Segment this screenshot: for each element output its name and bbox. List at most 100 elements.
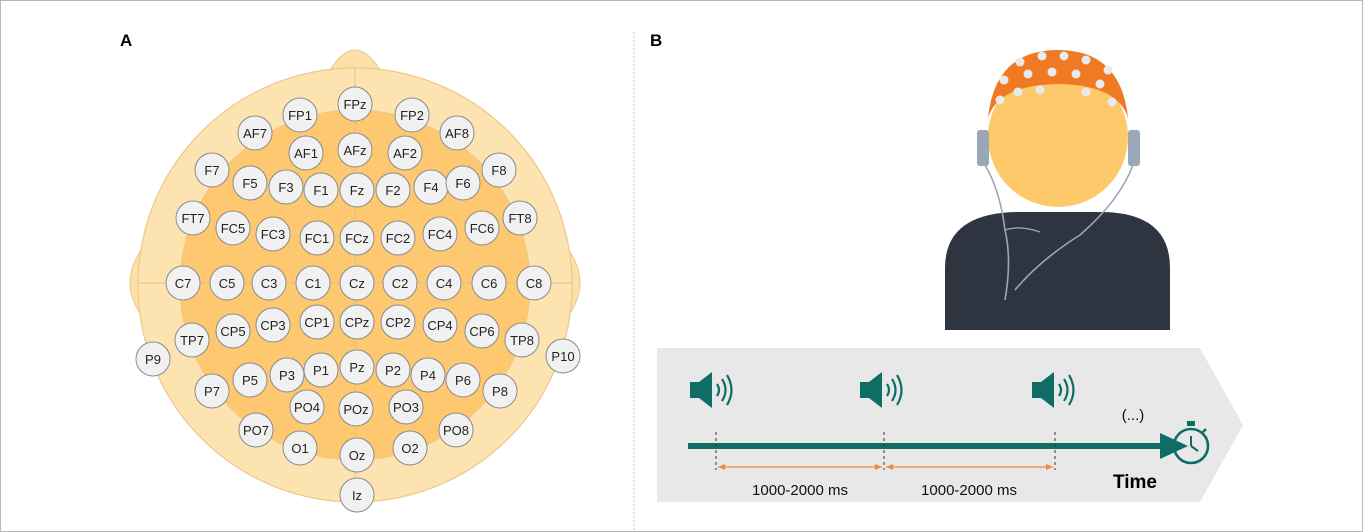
- electrode-circle: [209, 265, 245, 301]
- electrode-circle: [337, 132, 373, 168]
- electrode-fc6: FC6: [464, 210, 500, 246]
- cap-electrode-dot: [1107, 97, 1117, 107]
- electrode-label: AF7: [243, 126, 267, 141]
- electrode-f2: F2: [375, 172, 411, 208]
- electrode-circle: [464, 210, 500, 246]
- electrode-poz: POz: [338, 391, 374, 427]
- electrode-label: C2: [392, 276, 409, 291]
- electrode-label: FC6: [470, 221, 495, 236]
- electrode-label: CP6: [469, 324, 494, 339]
- electrode-circle: [375, 172, 411, 208]
- electrode-circle: [438, 412, 474, 448]
- electrode-circle: [445, 362, 481, 398]
- panel-b-label: B: [650, 31, 662, 50]
- electrode-circle: [481, 152, 517, 188]
- electrode-circle: [504, 322, 540, 358]
- electrode-f7: F7: [194, 152, 230, 188]
- cap-electrode-dot: [1095, 79, 1105, 89]
- headphone-cord: [1004, 227, 1041, 233]
- cap-electrode-dot: [1013, 87, 1023, 97]
- electrode-fc5: FC5: [215, 210, 251, 246]
- electrode-c7: C7: [165, 265, 201, 301]
- electrode-circle: [339, 265, 375, 301]
- electrode-label: Oz: [349, 448, 366, 463]
- electrode-p7: P7: [194, 373, 230, 409]
- electrode-circle: [251, 265, 287, 301]
- electrode-label: P10: [551, 349, 574, 364]
- electrode-circle: [516, 265, 552, 301]
- electrode-label: C8: [526, 276, 543, 291]
- electrode-circle: [299, 304, 335, 340]
- electrode-circle: [238, 412, 274, 448]
- electrode-label: P1: [313, 363, 329, 378]
- electrode-po4: PO4: [289, 389, 325, 425]
- electrode-circle: [337, 86, 373, 122]
- electrode-circle: [339, 477, 375, 513]
- speaker-icon: [860, 372, 903, 408]
- panel-a-label: A: [120, 31, 132, 50]
- electrode-circle: [135, 341, 171, 377]
- electrode-cp3: CP3: [255, 307, 291, 343]
- electrode-f8: F8: [481, 152, 517, 188]
- electrode-label: F2: [385, 183, 400, 198]
- electrode-iz: Iz: [339, 477, 375, 513]
- electrode-f4: F4: [413, 169, 449, 205]
- electrode-label: F1: [313, 183, 328, 198]
- time-label: Time: [1113, 472, 1157, 493]
- electrode-circle: [339, 304, 375, 340]
- panel-b: B 1000-2000 ms: [650, 31, 1243, 502]
- electrode-po7: PO7: [238, 412, 274, 448]
- electrode-c3: C3: [251, 265, 287, 301]
- electrode-label: C6: [481, 276, 498, 291]
- electrode-af2: AF2: [387, 135, 423, 171]
- electrode-fc3: FC3: [255, 216, 291, 252]
- electrode-fp1: FP1: [282, 97, 318, 133]
- interval-arrow-2b: [1046, 464, 1053, 470]
- electrode-label: FC4: [428, 227, 453, 242]
- electrode-circle: [502, 200, 538, 236]
- electrode-p5: P5: [232, 362, 268, 398]
- cap-electrode-dot: [1023, 69, 1033, 79]
- electrode-circle: [439, 115, 475, 151]
- cap-electrode-dot: [1037, 51, 1047, 61]
- electrode-label: PO8: [443, 423, 469, 438]
- electrode-circle: [394, 97, 430, 133]
- electrode-label: FPz: [343, 97, 366, 112]
- electrode-c1: C1: [295, 265, 331, 301]
- electrode-label: CP3: [260, 318, 285, 333]
- electrode-label: O1: [291, 441, 308, 456]
- electrode-circle: [215, 210, 251, 246]
- electrode-circle: [255, 307, 291, 343]
- electrode-po3: PO3: [388, 389, 424, 425]
- electrode-circle: [303, 352, 339, 388]
- cap-electrodes: [995, 51, 1117, 107]
- electrode-ft8: FT8: [502, 200, 538, 236]
- cap-electrode-dot: [1047, 67, 1057, 77]
- electrode-circle: [392, 430, 428, 466]
- interval-arrow-1a: [718, 464, 725, 470]
- cap-electrode-dot: [1035, 85, 1045, 95]
- electrode-label: F4: [423, 180, 438, 195]
- electrode-circle: [268, 169, 304, 205]
- electrode-label: TP7: [180, 333, 204, 348]
- electrode-cz: Cz: [339, 265, 375, 301]
- electrode-fc1: FC1: [299, 220, 335, 256]
- electrode-circle: [255, 216, 291, 252]
- electrode-label: AF8: [445, 126, 469, 141]
- electrode-circle: [410, 357, 446, 393]
- electrode-cp2: CP2: [380, 304, 416, 340]
- electrode-circle: [174, 322, 210, 358]
- interval-label-2: 1000-2000 ms: [921, 482, 1017, 499]
- electrode-circle: [232, 165, 268, 201]
- timeline-band: [657, 348, 1243, 502]
- electrode-f3: F3: [268, 169, 304, 205]
- electrode-label: Iz: [352, 488, 362, 503]
- listener-figure: [945, 50, 1170, 330]
- electrode-label: CP5: [220, 324, 245, 339]
- speaker-icon: [1032, 372, 1075, 408]
- electrode-f6: F6: [445, 165, 481, 201]
- electrode-circle: [215, 313, 251, 349]
- electrode-label: P9: [145, 352, 161, 367]
- electrode-fc4: FC4: [422, 216, 458, 252]
- electrode-label: P4: [420, 368, 436, 383]
